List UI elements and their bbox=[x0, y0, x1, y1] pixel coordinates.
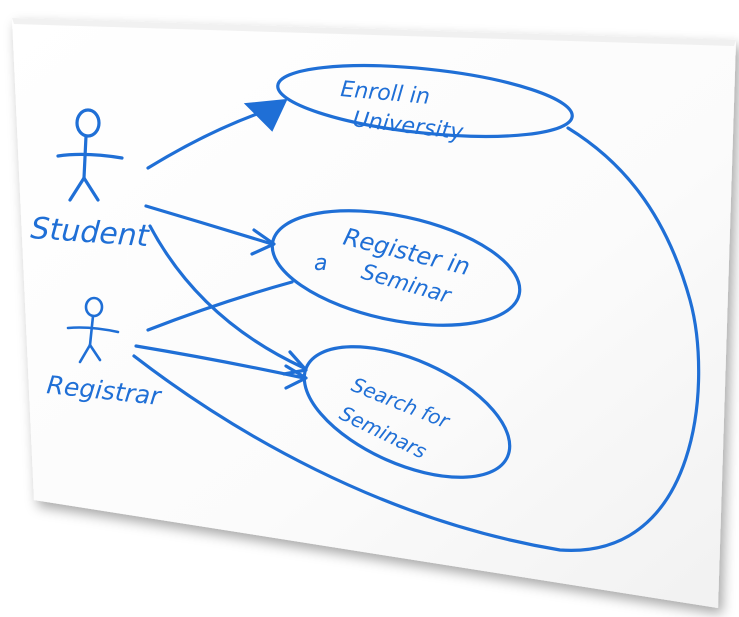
whiteboard bbox=[12, 18, 736, 608]
actor-student: Student bbox=[29, 108, 151, 254]
stick-figure-icon bbox=[56, 108, 124, 202]
use-case-ellipse bbox=[276, 64, 574, 138]
association-student-enroll bbox=[146, 108, 270, 170]
stick-figure-icon bbox=[66, 296, 120, 364]
association-registrar-register bbox=[146, 280, 294, 332]
actor-label-student: Student bbox=[29, 211, 150, 254]
arrowhead-icon bbox=[282, 350, 308, 376]
association-student-register bbox=[144, 204, 274, 246]
arrowhead-icon bbox=[243, 98, 288, 132]
use-case-ellipse bbox=[302, 345, 512, 479]
use-case-label-prefix: a bbox=[314, 251, 327, 276]
arrowhead-icon bbox=[250, 228, 276, 256]
association-registrar-search bbox=[134, 344, 306, 380]
arrowhead-icon bbox=[284, 364, 308, 390]
association-student-search bbox=[148, 224, 306, 370]
association-registrar-enroll bbox=[132, 126, 701, 552]
